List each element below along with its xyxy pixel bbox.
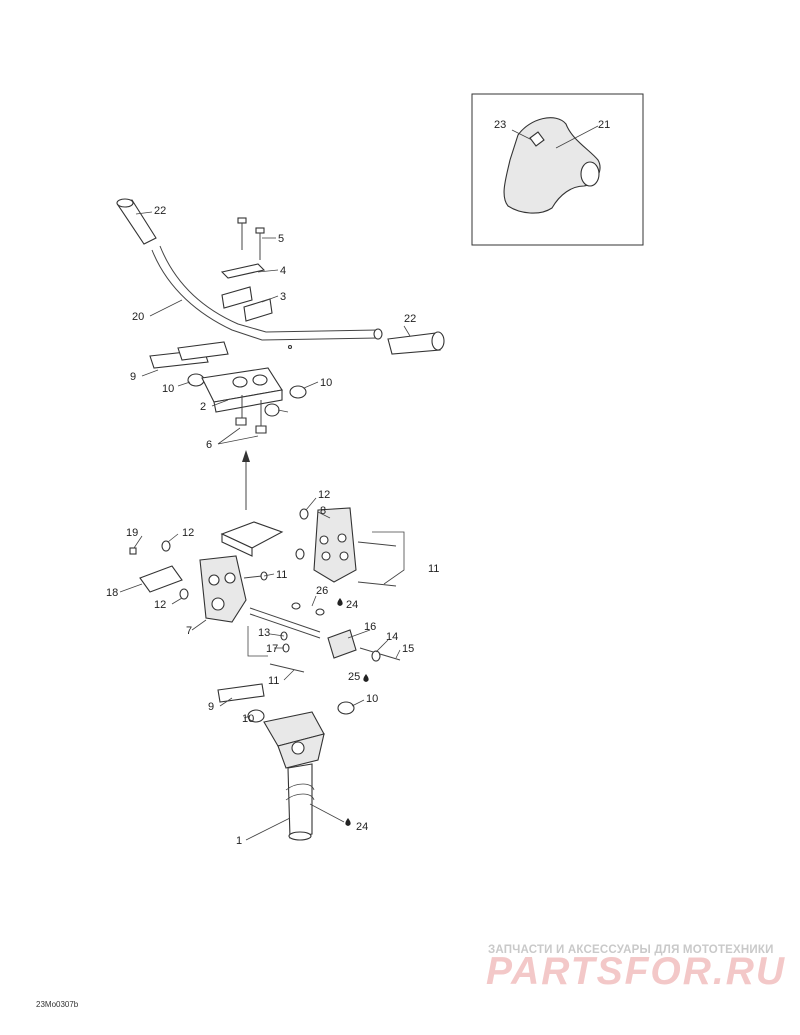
callout-4: 4 (280, 265, 286, 277)
callout-24-upper: 24 (346, 599, 358, 611)
callout-22-right: 22 (404, 313, 416, 325)
callout-8: 8 (320, 505, 326, 517)
leader-lines (119, 211, 411, 841)
handlebar-assembly (116, 198, 445, 434)
callout-12-lower: 12 (154, 599, 166, 611)
callout-26: 26 (316, 585, 328, 597)
assembly-arrow (242, 450, 250, 510)
steering-column (217, 683, 355, 841)
callout-2: 2 (200, 401, 206, 413)
callout-25: 25 (348, 671, 360, 683)
callout-18: 18 (106, 587, 118, 599)
callout-17: 17 (266, 643, 278, 655)
callout-23: 23 (494, 119, 506, 131)
callout-10-lower-right: 10 (366, 693, 378, 705)
callout-11-right: 11 (428, 563, 439, 575)
callout-3: 3 (280, 291, 286, 303)
callout-20: 20 (132, 311, 144, 323)
callout-labels: 22 5 4 3 20 22 9 10 10 2 6 12 8 19 12 11… (106, 119, 610, 847)
callout-16: 16 (364, 621, 376, 633)
callout-9-upper: 9 (130, 371, 136, 383)
drawing-code: 23Mo0307b (36, 1000, 79, 1009)
callout-24-lower: 24 (356, 821, 368, 833)
watermark-brand-logo: PARTSFOR.RU (486, 950, 787, 993)
callout-10-upper-left: 10 (162, 383, 174, 395)
callout-11-middle: 11 (276, 569, 287, 581)
callout-12-left: 12 (182, 527, 194, 539)
callout-22-left: 22 (154, 205, 166, 217)
callout-19: 19 (126, 527, 138, 539)
callout-10-lower-left: 10 (242, 713, 254, 725)
callout-7: 7 (186, 625, 192, 637)
callout-10-upper-right: 10 (320, 377, 332, 389)
callout-5: 5 (278, 233, 284, 245)
inset-grip-detail (471, 93, 644, 246)
callout-12-top: 12 (318, 489, 330, 501)
callout-14: 14 (386, 631, 398, 643)
watermark-tagline: ЗАПЧАСТИ И АКСЕССУАРЫ ДЛЯ МОТОТЕХНИКИ (488, 944, 774, 956)
callout-1: 1 (236, 835, 242, 847)
callout-6: 6 (206, 439, 212, 451)
bracket-assembly (129, 507, 405, 682)
callout-9-lower: 9 (208, 701, 214, 713)
callout-11-lower: 11 (268, 675, 279, 687)
callout-21: 21 (598, 119, 610, 131)
callout-13: 13 (258, 627, 270, 639)
callout-15: 15 (402, 643, 414, 655)
